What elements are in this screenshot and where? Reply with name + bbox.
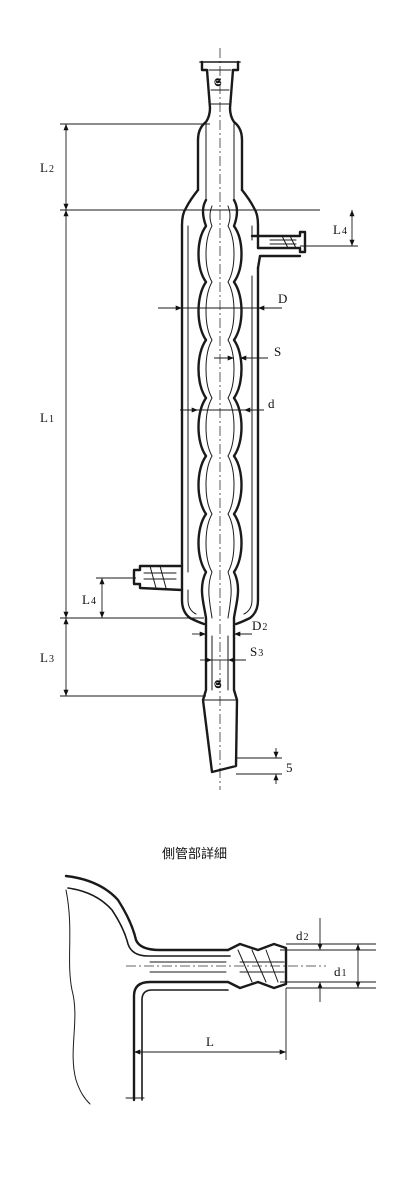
detail-label-d2: d2 [296, 928, 309, 943]
bottom-joint: 𝕾 [201, 634, 239, 774]
inner-bulb-tube [197, 198, 243, 638]
label-l2: L2 [40, 160, 54, 175]
detail-label-l: L [206, 1034, 214, 1049]
condenser-main: 𝕾 [40, 48, 358, 790]
detail-title: 側管部詳細 [162, 846, 227, 862]
upper-side-tube [250, 230, 307, 270]
dimensions: L2 L1 L4 D S d L4 [40, 123, 358, 784]
label-l4-top: L4 [333, 222, 347, 237]
label-l3: L3 [40, 650, 54, 665]
label-l1: L1 [40, 410, 54, 425]
detail-label-d1: d1 [334, 964, 347, 979]
label-s: S [274, 344, 281, 359]
top-joint-mark: 𝕾 [214, 76, 222, 89]
lower-side-tube [132, 564, 184, 592]
label-five: 5 [286, 760, 293, 775]
label-d-outer: D [278, 291, 287, 306]
label-d-inner: d [268, 396, 275, 411]
label-d2: D2 [252, 618, 267, 633]
top-joint: 𝕾 [196, 60, 244, 201]
label-s3: S3 [250, 644, 263, 659]
label-l4-bottom: L4 [82, 592, 96, 607]
outer-jacket [180, 188, 260, 626]
side-tube-detail: 側管部詳細 d2 d1 L [64, 846, 376, 1105]
bottom-joint-mark: 𝕾 [214, 678, 222, 691]
